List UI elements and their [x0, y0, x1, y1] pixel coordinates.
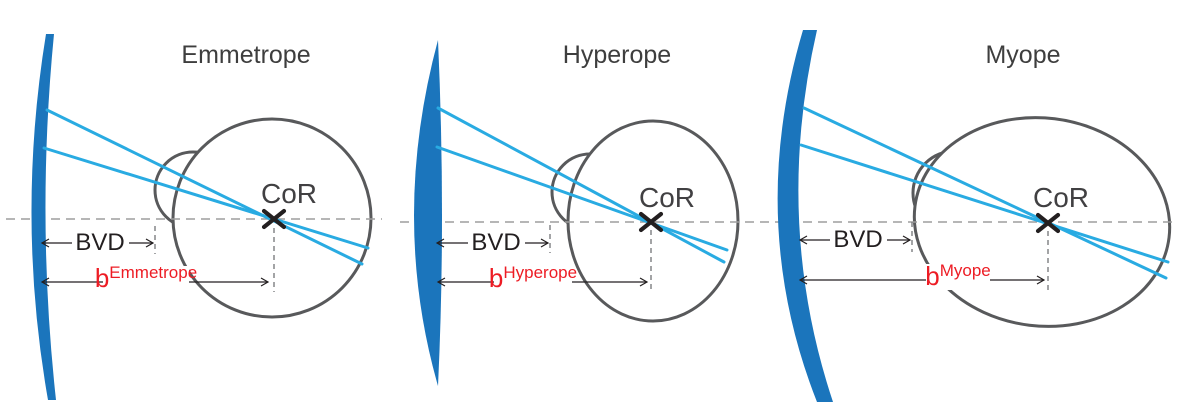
b-base: b: [925, 261, 939, 291]
light-ray: [802, 106, 1168, 280]
panel-title: Hyperope: [563, 41, 671, 69]
panel-title: Myope: [985, 41, 1060, 69]
b-superscript: Emmetrope: [109, 263, 197, 282]
label-backdrop: [926, 264, 990, 290]
light-ray: [799, 143, 1170, 264]
light-ray: [436, 106, 726, 264]
spectacle-lens: [31, 34, 56, 400]
light-ray: [45, 108, 364, 266]
b-base: b: [95, 263, 109, 293]
spectacle-lens: [777, 30, 833, 402]
panel-emmetrope: CoR BVD bEmmetrope Emmetrope: [6, 34, 382, 400]
light-ray: [435, 145, 729, 252]
bvd-label: BVD: [75, 229, 124, 256]
label-backdrop: [72, 228, 129, 254]
cor-label: CoR: [639, 182, 695, 213]
cor-label: CoR: [261, 178, 317, 209]
light-ray: [42, 146, 370, 250]
label-backdrop: [103, 266, 189, 292]
spectacle-lens: [414, 40, 442, 386]
cor-marker: [638, 211, 664, 233]
bvd-label: BVD: [471, 229, 520, 256]
label-backdrop: [468, 228, 525, 254]
cor-label: CoR: [1033, 182, 1089, 213]
cor-marker: [1035, 212, 1061, 234]
b-base: b: [489, 263, 503, 293]
b-distance-label: bMyope: [925, 261, 991, 291]
b-distance-label: bHyperope: [489, 263, 577, 293]
label-backdrop: [494, 266, 572, 292]
b-superscript: Hyperope: [503, 263, 577, 282]
b-distance-label: bEmmetrope: [95, 263, 197, 293]
panel-myope: CoR BVD bMyope Myope: [777, 30, 1172, 402]
cor-marker: [261, 208, 287, 230]
panel-title: Emmetrope: [181, 41, 310, 69]
b-superscript: Myope: [940, 261, 991, 280]
bvd-label: BVD: [833, 226, 882, 253]
label-backdrop: [830, 225, 887, 251]
panel-hyperope: CoR BVD bHyperope Hyperope: [400, 40, 786, 386]
